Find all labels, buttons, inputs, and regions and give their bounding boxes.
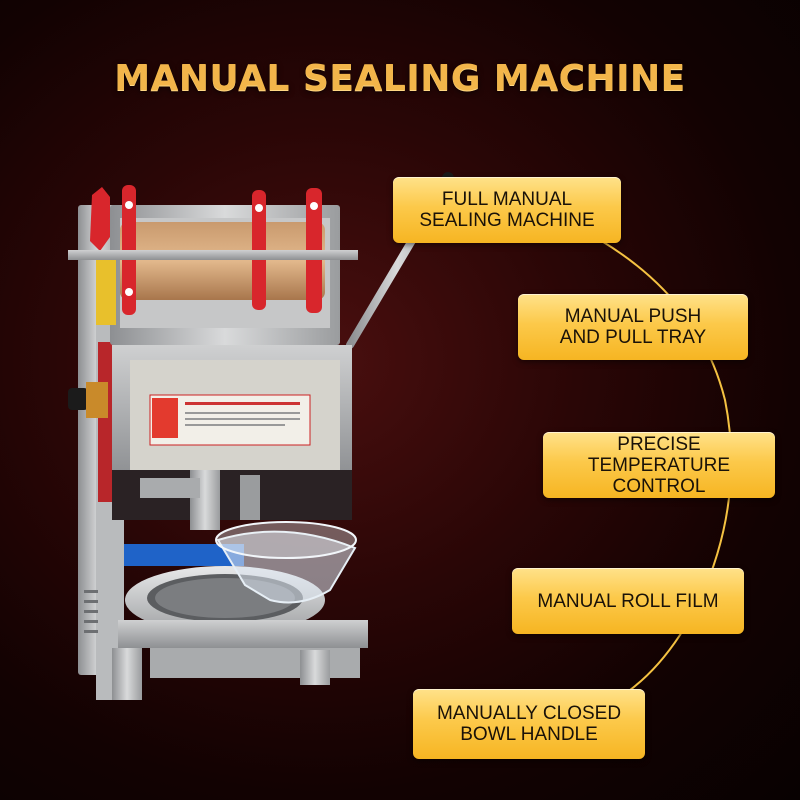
callout-temperature: PRECISE TEMPERATURE CONTROL xyxy=(543,432,775,498)
callout-push-pull-line1: MANUAL PUSH xyxy=(564,306,702,327)
callout-temperature-line1: PRECISE TEMPERATURE xyxy=(587,433,731,476)
callout-push-pull-line2: AND PULL TRAY xyxy=(559,327,707,348)
callout-full-manual-line1: FULL MANUAL xyxy=(441,189,573,210)
callout-full-manual: FULL MANUAL SEALING MACHINE xyxy=(393,177,621,243)
callout-bowl-handle-line1: MANUALLY CLOSED xyxy=(436,703,622,724)
callout-bowl-handle-line2: BOWL HANDLE xyxy=(460,724,598,745)
callout-full-manual-line2: SEALING MACHINE xyxy=(419,210,595,231)
callout-roll-film-line1: MANUAL ROLL FILM xyxy=(537,590,719,612)
callout-temperature-line2: CONTROL xyxy=(612,475,706,497)
callout-bowl-handle: MANUALLY CLOSED BOWL HANDLE xyxy=(413,689,645,759)
page-title: MANUAL SEALING MACHINE xyxy=(114,58,686,99)
callout-push-pull-tray: MANUAL PUSH AND PULL TRAY xyxy=(518,294,748,360)
callout-roll-film: MANUAL ROLL FILM xyxy=(512,568,744,634)
